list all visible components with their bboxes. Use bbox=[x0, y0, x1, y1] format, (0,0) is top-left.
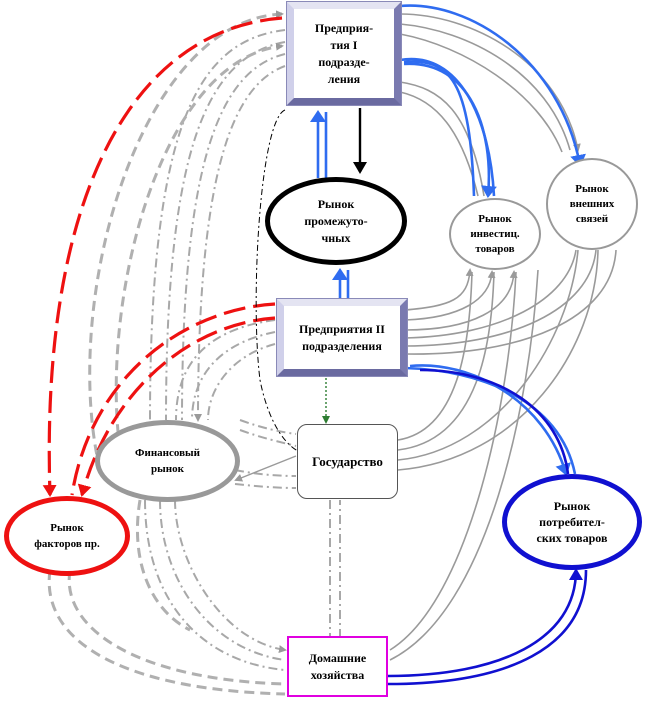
intermediate-market-label: Рынок промежуто- чных bbox=[304, 196, 368, 245]
households-box: Домашние хозяйства bbox=[287, 636, 388, 697]
investment-market-label: Рынок инвестиц. товаров bbox=[470, 212, 520, 255]
dark-blue-flows bbox=[387, 368, 588, 686]
consumer-market-ellipse: Рынок потребител- ских товаров bbox=[502, 474, 642, 570]
enterprises-2-label: Предприятия II подразделения bbox=[299, 321, 385, 353]
financial-market-ellipse: Финансовый рынок bbox=[95, 420, 240, 502]
financial-market-label: Финансовый рынок bbox=[135, 447, 200, 475]
households-label: Домашние хозяйства bbox=[308, 650, 367, 682]
intermediate-market-ellipse: Рынок промежуто- чных bbox=[265, 177, 407, 265]
state-box: Государство bbox=[297, 424, 398, 499]
enterprises-1-label: Предприя- тия I подразде- ления bbox=[314, 20, 374, 86]
external-market-ellipse: Рынок внешних связей bbox=[546, 158, 638, 250]
state-label: Государство bbox=[312, 454, 383, 469]
gray-dashed-returns bbox=[47, 10, 286, 696]
gray-flows-right bbox=[389, 13, 617, 661]
thin-black-dash bbox=[255, 109, 301, 453]
red-flows bbox=[42, 16, 283, 497]
investment-market-ellipse: Рынок инвестиц. товаров bbox=[449, 198, 541, 270]
factor-market-label: Рынок факторов пр. bbox=[34, 522, 100, 550]
enterprises-1-box: Предприя- тия I подразде- ления bbox=[286, 1, 402, 106]
factor-market-ellipse: Рынок факторов пр. bbox=[4, 496, 130, 576]
state-to-finance-arrow bbox=[234, 455, 297, 482]
consumer-market-label: Рынок потребител- ских товаров bbox=[536, 499, 608, 545]
enterprises-2-box: Предприятия II подразделения bbox=[276, 298, 408, 377]
external-market-label: Рынок внешних связей bbox=[569, 182, 615, 225]
